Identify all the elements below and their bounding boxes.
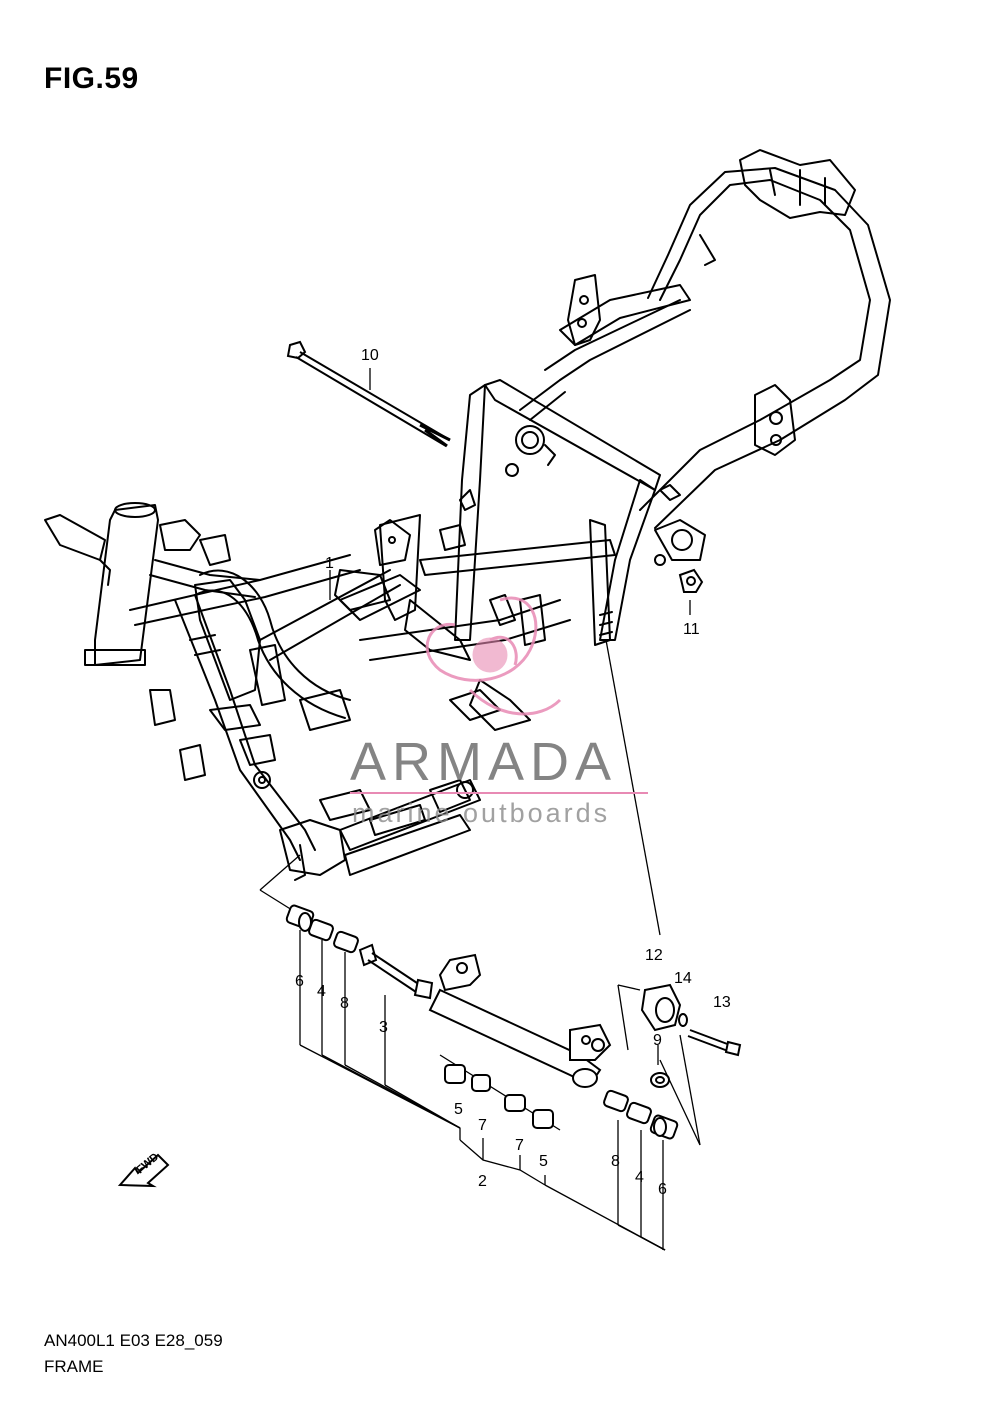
- washer: [678, 1013, 688, 1027]
- bushing-4-left: [308, 918, 334, 942]
- collar-7-center-left: [471, 1074, 491, 1092]
- leader-lines: [259, 368, 701, 1251]
- callouts: 10 1 11 12 14 13 9 6 4 8 3 5 7 7 5 2 8 4…: [295, 347, 731, 1198]
- figure-title: FIG.59: [44, 62, 139, 95]
- callout-8-right: 8: [611, 1153, 620, 1170]
- rear-frame-loop: [639, 149, 891, 529]
- rubber-damper: [640, 983, 682, 1032]
- collar-7-center-right: [504, 1094, 526, 1112]
- center-frame: [259, 514, 571, 731]
- mid-frame: [419, 379, 706, 646]
- bushing-6-right: [649, 1114, 679, 1140]
- callout-5-left: 5: [454, 1101, 463, 1118]
- bushing-5-center-right: [532, 1109, 554, 1129]
- watermark-logo-icon: [425, 596, 562, 716]
- engine-mount-bracket: [428, 953, 612, 1088]
- callout-10: 10: [361, 347, 379, 364]
- callout-4-right: 4: [635, 1169, 644, 1186]
- damper-bolt: [687, 1029, 742, 1057]
- loose-parts: [285, 340, 742, 1140]
- bushing-5-center-left: [444, 1064, 466, 1084]
- callout-2: 2: [478, 1173, 487, 1190]
- ring: [650, 1072, 670, 1088]
- callout-3: 3: [379, 1019, 388, 1036]
- watermark-tagline: marine outboards: [352, 798, 610, 828]
- callout-13: 13: [713, 994, 731, 1011]
- nut: [654, 554, 704, 593]
- bushing-4-right: [626, 1101, 652, 1125]
- front-head-pipe: [44, 502, 361, 666]
- callout-14: 14: [674, 970, 692, 987]
- callout-1: 1: [325, 555, 334, 572]
- lower-frame: [149, 579, 481, 881]
- callout-12: 12: [645, 947, 663, 964]
- callout-9: 9: [653, 1032, 662, 1049]
- fwd-arrow: FWD: [117, 1151, 170, 1188]
- long-bolt: [286, 340, 451, 448]
- bushing-6-left: [285, 904, 315, 932]
- collar-8-right: [603, 1089, 629, 1113]
- callout-6-right: 6: [658, 1181, 667, 1198]
- upper-tubes: [194, 519, 466, 719]
- figure-code: AN400L1 E03 E28_059: [44, 1331, 223, 1350]
- callout-8-left: 8: [340, 995, 349, 1012]
- callout-4-left: 4: [317, 983, 326, 1000]
- watermark-brand: ARMADA: [350, 732, 617, 792]
- figure-name: FRAME: [44, 1357, 104, 1376]
- callout-6-left: 6: [295, 973, 304, 990]
- collar-8-left: [333, 930, 359, 954]
- pivot-bolt: [358, 943, 434, 1000]
- callout-11: 11: [683, 621, 700, 638]
- callout-7-left: 7: [478, 1117, 487, 1134]
- upper-rail: [519, 274, 691, 421]
- callout-7-right: 7: [515, 1137, 524, 1154]
- callout-5-right: 5: [539, 1153, 548, 1170]
- watermark: ARMADA marine outboards: [350, 596, 648, 828]
